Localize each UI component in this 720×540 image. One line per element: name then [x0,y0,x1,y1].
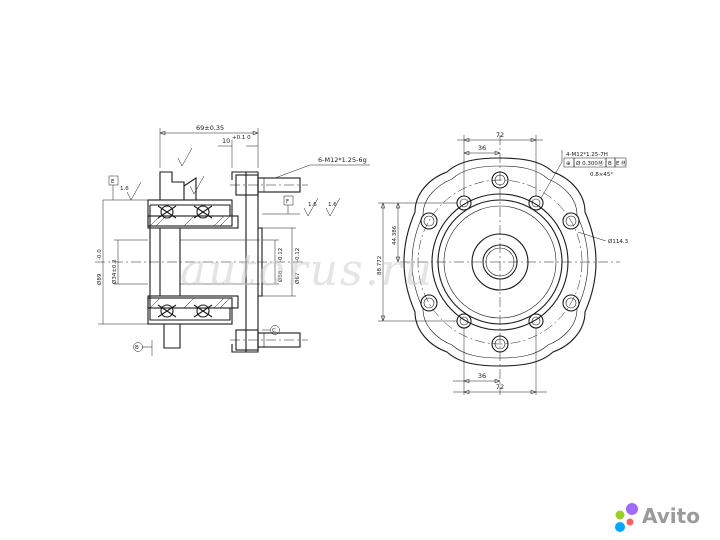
dim-vert-44: 44.386 [392,225,398,245]
dim-flange-thickness: 10 [222,137,230,145]
stud-holes [420,171,580,353]
datum-c: C [272,328,276,334]
wheel-stud-bottom [230,329,308,351]
callout-datum-b: B [608,161,612,167]
dim-bottom-72: 72 [496,383,504,391]
watermark: autorus.ru [180,245,434,296]
dim-flange-tolerance: +0.1 0 [232,135,251,141]
dim-inner-dia: Ø34±0.2 [111,259,118,284]
dim-outer-dia: Ø89 [96,273,103,285]
avito-dot-4 [615,522,625,532]
dim-bolt-thread: 6-M12*1.25-6g [318,156,367,164]
dim-overall-width: 69±0.35 [196,124,224,132]
avito-wordmark: Avito [642,504,700,528]
dim-outer-dia-tol: -0.0 [97,249,103,260]
callout-chamfer: 0.8×45° [590,172,613,178]
callout-holes: 4-M12*1.25-7H [566,152,608,158]
dim-flange-dia-tol: -0.12 [295,248,301,262]
callout-tol-value: Ø 0.300Ⓜ [576,159,604,167]
roughness-3: 1.6 [328,202,337,208]
dim-pilot-dia: Ø58 [277,270,284,282]
wheel-stud-top [230,174,308,196]
hub-front-view: 72 36 36 72 88.772 44.386 Ø114.3 4-M12*1… [377,131,629,395]
dim-bottom-36: 36 [478,372,486,380]
dim-flange-dia: Ø67 [294,272,301,284]
datum-b-left: B [135,345,139,351]
datum-e-left: E [111,179,115,185]
dim-top-72: 72 [496,131,504,139]
avito-logo: Avito [615,503,700,532]
datum-f: F [286,199,289,205]
dim-top-36: 36 [478,144,486,152]
roughness-2: 1.6 [308,202,317,208]
hub-side-section-view: 69±0.35 10 +0.1 0 6-M12*1.25-6g 1.6 1.6 … [95,124,370,356]
callout-datum-m: Ⓜ [621,159,627,167]
dim-vert-88: 88.772 [377,256,383,275]
roughness-1: 1.6 [120,186,129,192]
dim-pilot-tol: -0.12 [278,248,284,262]
callout-datum-e: E [616,161,620,167]
avito-dot-2 [626,503,638,515]
avito-dot-3 [626,518,634,526]
avito-dot-1 [615,510,625,520]
callout-tol-symbol: ⊕ [566,161,571,167]
dim-pcd: Ø114.3 [608,238,629,245]
